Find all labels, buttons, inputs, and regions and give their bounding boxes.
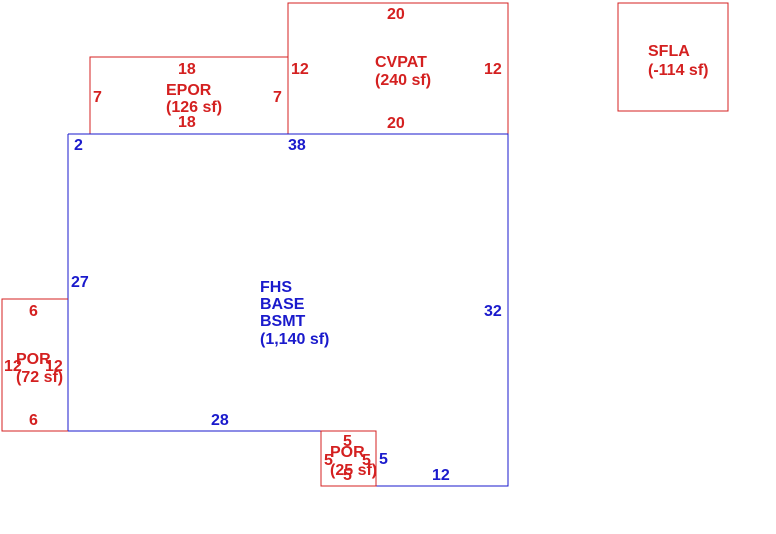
main-dim-step-bottom: 12 <box>432 467 450 484</box>
por-left-dim-top: 6 <box>29 303 38 320</box>
cvpat-outline <box>287 2 509 134</box>
epor-dim-top: 18 <box>178 61 196 78</box>
cvpat-dim-top: 20 <box>387 6 405 23</box>
por-bottom-area-value: (25 sf) <box>330 462 377 479</box>
epor-dim-left: 7 <box>93 89 102 106</box>
main-dim-right: 32 <box>484 303 502 320</box>
main-label-line-1: FHS <box>260 279 292 296</box>
main-dim-left: 27 <box>71 274 89 291</box>
main-label-line-2: BASE <box>260 296 305 313</box>
sfla-area: SFLA (-114 sf) <box>617 2 729 112</box>
epor-area-value: (126 sf) <box>166 99 222 116</box>
por-left-area-value: (72 sf) <box>16 369 63 386</box>
main-label-line-3: BSMT <box>260 313 306 330</box>
por-bottom-dim-right: 5 <box>362 452 371 469</box>
por-left-label: POR <box>16 351 51 368</box>
por-bottom-area: 5 5 5 5 POR (25 sf) <box>320 430 377 487</box>
por-left-outline <box>1 298 68 432</box>
cvpat-label: CVPAT <box>375 54 427 71</box>
main-dim-top-right: 38 <box>288 137 306 154</box>
main-dim-step-side: 5 <box>379 451 388 468</box>
epor-dim-bottom: 18 <box>178 114 196 131</box>
cvpat-dim-bottom: 20 <box>387 115 405 132</box>
por-bottom-label: POR <box>330 444 365 461</box>
sfla-outline <box>617 2 729 112</box>
epor-outline <box>89 56 288 134</box>
por-bottom-outline <box>320 430 377 487</box>
cvpat-dim-left: 12 <box>291 61 309 78</box>
por-left-dim-right: 12 <box>45 358 63 375</box>
epor-area: 18 18 7 7 EPOR (126 sf) <box>89 56 288 134</box>
cvpat-area: 20 20 12 12 CVPAT (240 sf) <box>287 2 509 134</box>
main-dim-top-left: 2 <box>74 137 83 154</box>
main-house-area: 2 38 27 32 28 5 12 FHS BASE BSMT (1,140 … <box>67 133 509 487</box>
main-area-value: (1,140 sf) <box>260 331 329 348</box>
sfla-label: SFLA <box>648 43 690 60</box>
por-left-dim-bottom: 6 <box>29 412 38 429</box>
por-left-dim-left: 12 <box>4 358 22 375</box>
main-dim-bottom: 28 <box>211 412 229 429</box>
por-bottom-dim-top: 5 <box>343 433 352 450</box>
por-bottom-dim-left: 5 <box>324 452 333 469</box>
sfla-area-value: (-114 sf) <box>648 62 708 79</box>
epor-dim-right: 7 <box>273 89 282 106</box>
cvpat-dim-right: 12 <box>484 61 502 78</box>
cvpat-area-value: (240 sf) <box>375 72 431 89</box>
por-bottom-dim-bottom: 5 <box>343 467 352 484</box>
epor-label: EPOR <box>166 82 212 99</box>
por-left-area: 6 6 12 12 POR (72 sf) <box>1 298 68 432</box>
